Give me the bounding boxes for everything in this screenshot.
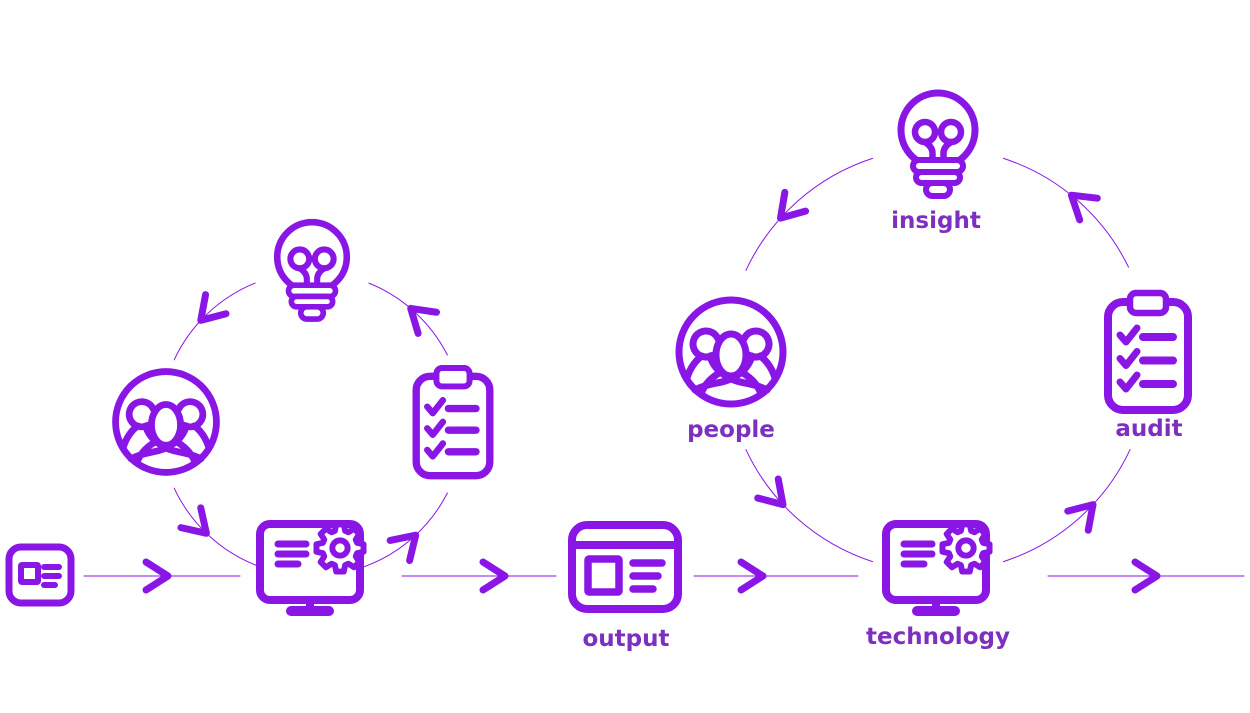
- arc-monitor-to-clipboard: [363, 492, 448, 568]
- lightbulb-icon: [277, 222, 347, 319]
- arc-clipboard-to-lightbulb: [368, 282, 448, 356]
- id-card-icon: [9, 547, 71, 603]
- arc-technology-to-audit: [1003, 449, 1131, 563]
- arc-people-to-monitor: [173, 487, 261, 568]
- audit-label: audit: [1115, 416, 1182, 442]
- people-label: people: [687, 417, 775, 443]
- arc-insight-to-people: [745, 157, 873, 271]
- checklist-clipboard-icon: [416, 368, 490, 476]
- arc-audit-to-insight: [1003, 157, 1129, 268]
- browser-window-icon: [572, 525, 678, 609]
- insight-label: insight: [891, 208, 981, 234]
- monitor-gear-icon: [260, 524, 364, 611]
- technology-label: technology: [866, 624, 1010, 650]
- people-group-icon: [679, 300, 783, 404]
- checklist-clipboard-icon: [1108, 293, 1188, 410]
- arc-lightbulb-to-people: [173, 282, 256, 361]
- people-group-icon: [116, 372, 217, 473]
- monitor-gear-icon: [886, 524, 990, 611]
- output-label: output: [582, 626, 669, 652]
- lightbulb-icon: [901, 93, 975, 196]
- arc-people-to-technology: [745, 449, 873, 563]
